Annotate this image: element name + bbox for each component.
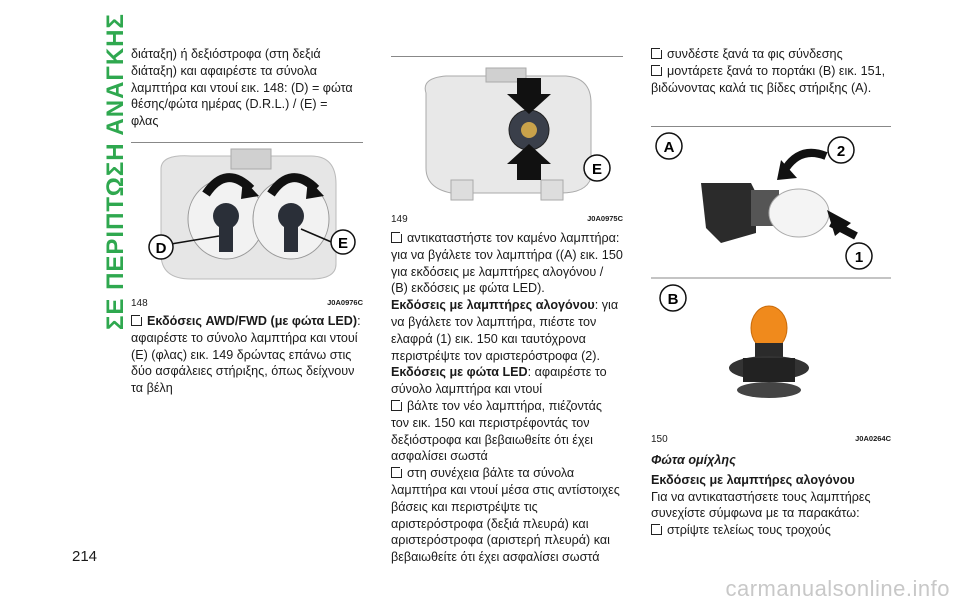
figure-rule <box>651 126 891 127</box>
bullet-refit-door: μοντάρετε ξανά το πορτάκι (B) εικ. 151, … <box>651 62 886 95</box>
section-title: ΣΕ ΠΕΡΙΠΤΩΣΗ ΑΝΑΓΚΗΣ <box>102 13 129 330</box>
text-line: φλας <box>131 114 159 129</box>
text-line: θέσης/φώτα ημέρας (D.R.L.) / (E) = <box>131 97 328 112</box>
bullet-replace: αντικαταστήστε τον καμένο λαμπτήρα: για … <box>391 230 623 296</box>
paragraph-led: Εκδόσεις με φώτα LED: αφαιρέστε το σύνολ… <box>391 365 607 397</box>
figure-number: 149 <box>391 214 408 225</box>
bullet-icon <box>391 397 404 411</box>
label-1: 1 <box>855 249 863 266</box>
heading-fog-lights: Φώτα ομίχλης <box>651 453 736 467</box>
figure-148-image: D E <box>131 144 363 294</box>
bullet-icon <box>651 46 664 59</box>
figure-number: 148 <box>131 298 148 309</box>
bullet-wheels: στρίψτε τελείως τους τροχούς <box>651 522 891 539</box>
column-2: αντικαταστήστε τον καμένο λαμπτήρα: για … <box>391 230 623 566</box>
bullet-icon <box>391 230 404 243</box>
label-a: A <box>664 139 675 156</box>
figure-code: J0A0264C <box>855 434 891 443</box>
column-1: διάταξη) ή δεξιόστροφα (στη δεξιά διάταξ… <box>131 46 363 130</box>
paragraph-instructions: Για να αντικαταστήσετε τους λαμπτήρες συ… <box>651 489 871 521</box>
bullet-icon <box>651 62 664 76</box>
label-e: E <box>338 235 348 252</box>
subheading-halogen: Εκδόσεις με λαμπτήρες αλογόνου <box>651 472 855 487</box>
figure-150-caption: 150 J0A0264C <box>651 434 891 445</box>
figure-149-image: E <box>391 58 623 208</box>
figure-rule <box>391 56 623 57</box>
column-3-bottom: Φώτα ομίχλης Εκδόσεις με λαμπτήρες αλογό… <box>651 452 891 539</box>
bullet-icon <box>391 465 404 479</box>
column-3-top: συνδέστε ξανά τα φις σύνδεσης μοντάρετε … <box>651 46 891 96</box>
bullet-insert: βάλτε τον νέο λαμπτήρα, πιέζοντάς τον ει… <box>391 397 602 464</box>
label-d: D <box>156 240 167 257</box>
figure-number: 150 <box>651 434 668 445</box>
bullet-refit: στη συνέχεια βάλτε τα σύνολα λαμπτήρα κα… <box>391 465 620 565</box>
bullet-awd: Εκδόσεις AWD/FWD (με φώτα LED): αφαιρέστ… <box>131 313 361 396</box>
figure-rule <box>131 142 363 143</box>
text-line: διάταξη) και αφαιρέστε τα σύνολα <box>131 63 318 78</box>
page-number: 214 <box>72 548 98 565</box>
column-1-bullets: Εκδόσεις AWD/FWD (με φώτα LED): αφαιρέστ… <box>131 313 363 397</box>
bullet-connect: συνδέστε ξανά τα φις σύνδεσης <box>651 46 891 63</box>
figure-148-caption: 148 J0A0976C <box>131 298 363 309</box>
figure-code: J0A0975C <box>587 214 623 223</box>
label-2: 2 <box>837 143 845 160</box>
bullet-icon <box>131 313 144 326</box>
label-b: B <box>668 291 679 308</box>
figure-149-caption: 149 J0A0975C <box>391 214 623 225</box>
figure-code: J0A0976C <box>327 298 363 307</box>
bullet-icon <box>651 522 664 536</box>
figure-150-image: A 2 1 B <box>651 128 891 430</box>
paragraph-halogen: Εκδόσεις με λαμπτήρες αλογόνου: για να β… <box>391 298 619 363</box>
text-line: διάταξη) ή δεξιόστροφα (στη δεξιά <box>131 47 321 61</box>
text-line: λαμπτήρα και ντουί εικ. 148: (D) = φώτα <box>131 80 353 95</box>
watermark: carmanualsonline.info <box>725 576 950 601</box>
label-e: E <box>592 161 602 178</box>
